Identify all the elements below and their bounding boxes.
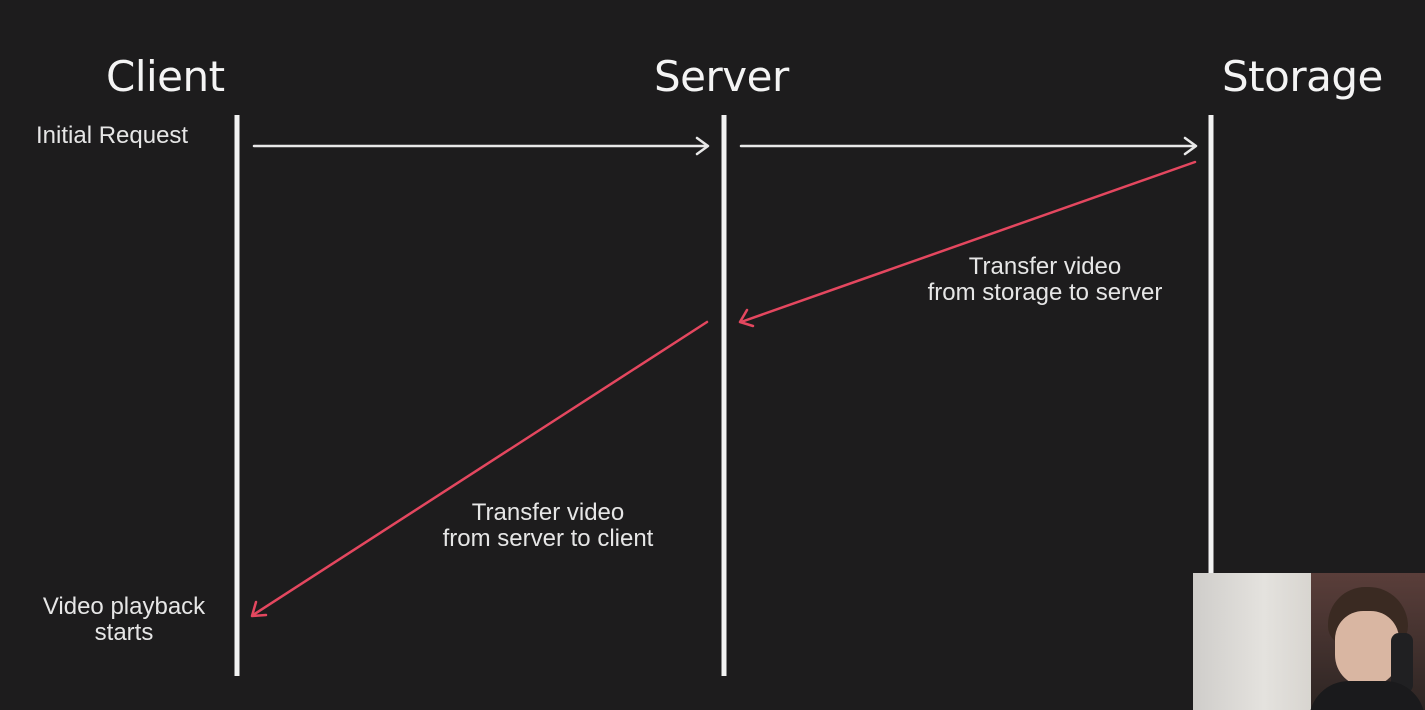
actor-server-label: Server — [654, 52, 789, 101]
note-server-to-client-line1: Transfer video — [471, 499, 625, 526]
note-server-to-client: Transfer video from server to client — [410, 500, 686, 552]
arrow-server-to-client — [250, 320, 709, 618]
note-initial-request: Initial Request — [36, 122, 189, 149]
actor-storage-label: Storage — [1222, 52, 1383, 101]
arrow-storage-to-server — [738, 160, 1197, 328]
actor-client-label: Client — [106, 52, 225, 101]
note-video-playback-line1: Video playback — [42, 593, 206, 620]
note-storage-to-server: Transfer video from storage to server — [900, 254, 1190, 306]
arrow-server-to-storage — [739, 136, 1198, 156]
note-video-playback-line2: starts — [94, 619, 154, 646]
note-video-playback: Video playback starts — [22, 594, 226, 646]
arrow-client-to-server — [252, 136, 710, 156]
presenter-webcam-icon — [1193, 573, 1425, 710]
note-storage-to-server-line1: Transfer video — [968, 253, 1122, 280]
note-storage-to-server-line2: from storage to server — [927, 279, 1163, 306]
note-server-to-client-line2: from server to client — [442, 525, 654, 552]
